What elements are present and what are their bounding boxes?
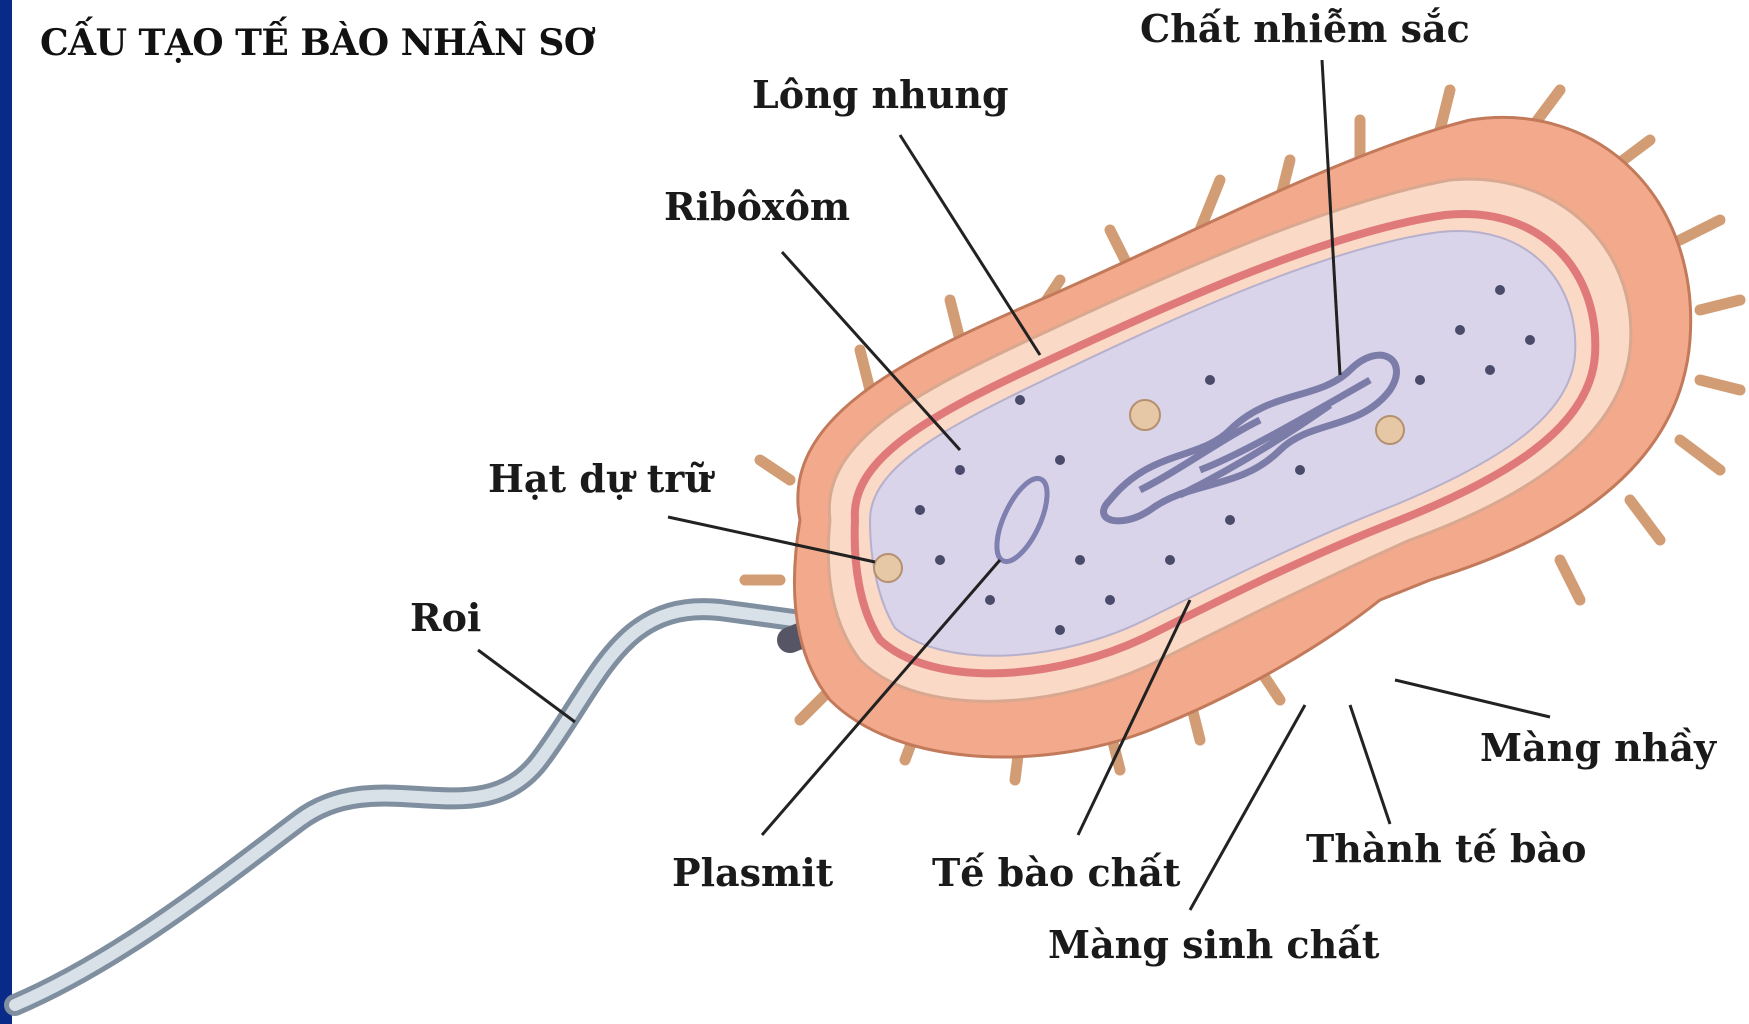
flagellum <box>15 609 830 1005</box>
label-cytoplasm: Tế bào chất <box>932 850 1180 895</box>
reserve-granule <box>874 554 902 582</box>
diagram-title: CẤU TẠO TẾ BÀO NHÂN SƠ <box>40 22 595 64</box>
label-flagellum: Roi <box>410 595 481 640</box>
leader-pili <box>900 135 1040 355</box>
leader-flagellum <box>478 650 575 722</box>
label-membrane: Màng sinh chất <box>1048 922 1379 967</box>
reserve-granule <box>1376 416 1404 444</box>
leader-capsule <box>1395 680 1550 717</box>
label-chromatin: Chất nhiễm sắc <box>1140 6 1470 51</box>
leader-cell-wall <box>1350 705 1390 824</box>
label-capsule: Màng nhầy <box>1480 725 1716 770</box>
label-ribosome: Ribôxôm <box>664 184 850 229</box>
label-pili: Lông nhung <box>752 72 1009 117</box>
label-cell-wall: Thành tế bào <box>1306 826 1587 871</box>
leader-membrane <box>1190 705 1305 910</box>
reserve-granule <box>1130 400 1160 430</box>
label-granule: Hạt dự trữ <box>488 456 712 501</box>
label-plasmid: Plasmit <box>672 850 833 895</box>
